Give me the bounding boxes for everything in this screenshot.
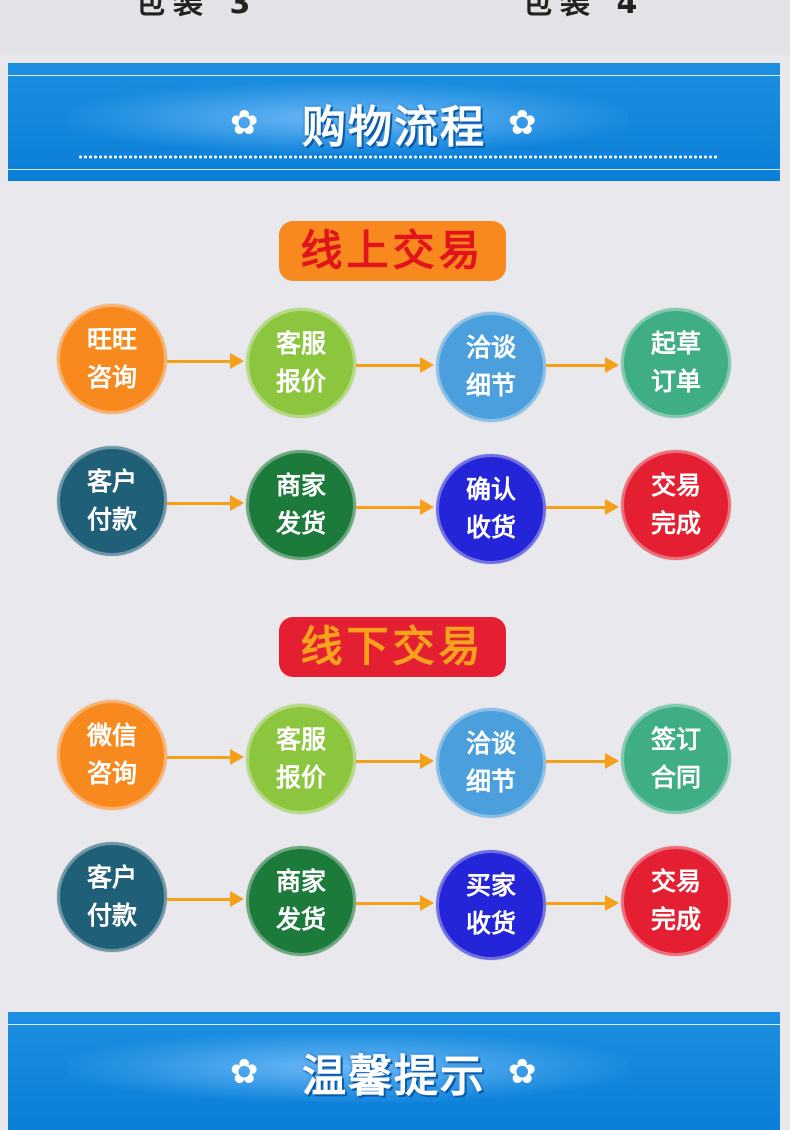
process-step-circle: 商家发货	[246, 846, 356, 956]
banner-tips: ✿ ✿ 温馨提示	[8, 1012, 780, 1130]
process-step-circle: 旺旺咨询	[57, 304, 167, 414]
section-heading-offline: 线下交易	[279, 617, 506, 677]
process-step-label: 微信	[86, 721, 137, 750]
process-step-label: 发货	[275, 509, 326, 538]
process-step-label: 客户	[86, 467, 137, 496]
process-step-label: 买家	[465, 871, 516, 900]
process-step-circle: 买家收货	[436, 850, 546, 960]
process-step-label: 咨询	[86, 759, 137, 788]
process-step-circle: 洽谈细节	[436, 708, 546, 818]
process-step-label: 付款	[86, 505, 137, 534]
arrow-right-icon	[167, 495, 244, 511]
process-step-label: 收货	[465, 513, 516, 542]
process-step-circle: 微信咨询	[57, 700, 167, 810]
section-heading-online: 线上交易	[279, 221, 506, 281]
process-step-label: 客户	[86, 863, 137, 892]
package-label-3: 包装 3	[135, 0, 259, 21]
process-step-label: 咨询	[86, 363, 137, 392]
process-step-label: 细节	[465, 371, 516, 400]
package-label-4: 包装 4	[522, 0, 646, 21]
process-step-label: 细节	[465, 767, 516, 796]
top-strip: 包装 3 包装 4	[0, 0, 790, 55]
process-step-label: 确认	[465, 475, 516, 504]
process-step-circle: 客户付款	[57, 842, 167, 952]
banner-shopping-process: ✿ ✿ 购物流程	[8, 63, 780, 181]
arrow-right-icon	[356, 895, 434, 911]
process-step-label: 商家	[275, 471, 326, 500]
swirl-ornament-icon: ✿	[230, 103, 259, 143]
arrow-right-icon	[546, 499, 619, 515]
process-step-label: 客服	[275, 329, 326, 358]
swirl-ornament-icon: ✿	[508, 103, 537, 143]
process-step-label: 发货	[275, 905, 326, 934]
process-step-label: 交易	[650, 867, 701, 896]
process-step-label: 洽谈	[465, 729, 516, 758]
arrow-right-icon	[167, 749, 244, 765]
banner-title: 温馨提示	[302, 1051, 486, 1102]
arrow-right-icon	[356, 499, 434, 515]
arrow-right-icon	[356, 357, 434, 373]
process-step-label: 起草	[650, 329, 701, 358]
process-step-circle: 交易完成	[621, 846, 731, 956]
arrow-right-icon	[356, 753, 434, 769]
process-step-label: 签订	[650, 725, 701, 754]
process-step-circle: 洽谈细节	[436, 312, 546, 422]
process-step-label: 付款	[86, 901, 137, 930]
process-step-label: 客服	[275, 725, 326, 754]
process-step-circle: 交易完成	[621, 450, 731, 560]
process-step-label: 洽谈	[465, 333, 516, 362]
arrow-right-icon	[546, 753, 619, 769]
process-step-label: 交易	[650, 471, 701, 500]
process-step-label: 报价	[275, 763, 326, 792]
arrow-right-icon	[546, 895, 619, 911]
process-step-label: 完成	[650, 509, 701, 538]
process-step-label: 商家	[275, 867, 326, 896]
arrow-right-icon	[167, 891, 244, 907]
process-step-circle: 客服报价	[246, 308, 356, 418]
banner-line	[8, 1024, 780, 1025]
arrow-right-icon	[546, 357, 619, 373]
process-step-label: 收货	[465, 909, 516, 938]
process-step-circle: 客户付款	[57, 446, 167, 556]
process-step-circle: 商家发货	[246, 450, 356, 560]
process-step-label: 报价	[275, 367, 326, 396]
dotted-divider	[78, 155, 718, 159]
arrow-right-icon	[167, 353, 244, 369]
process-step-circle: 起草订单	[621, 308, 731, 418]
process-step-circle: 确认收货	[436, 454, 546, 564]
banner-line	[8, 169, 780, 170]
process-step-circle: 客服报价	[246, 704, 356, 814]
process-step-label: 合同	[650, 763, 701, 792]
process-step-circle: 签订合同	[621, 704, 731, 814]
banner-glow	[68, 83, 628, 153]
process-step-label: 完成	[650, 905, 701, 934]
process-step-label: 订单	[650, 367, 701, 396]
banner-title: 购物流程	[302, 102, 486, 153]
process-step-label: 旺旺	[86, 325, 137, 354]
banner-line	[8, 75, 780, 76]
